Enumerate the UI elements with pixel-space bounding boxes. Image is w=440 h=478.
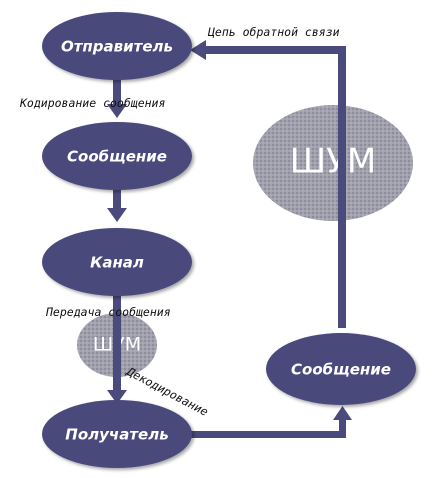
node-sender-label: Отправитель xyxy=(61,38,173,56)
edge-label-encoding: Кодирование сообщения xyxy=(19,96,165,110)
node-message-feedback xyxy=(266,333,416,405)
arrow-feedback-to-sender xyxy=(190,40,346,328)
node-channel xyxy=(42,228,192,296)
noise-cloud-large xyxy=(253,105,413,221)
node-channel-label: Канал xyxy=(90,254,144,272)
node-message-feedback-label: Сообщение xyxy=(291,361,391,379)
node-message-top xyxy=(42,122,192,190)
edge-label-feedback: Цепь обратной связи xyxy=(207,25,340,39)
arrow-channel-to-receiver xyxy=(107,292,127,404)
arrow-message-to-channel xyxy=(107,188,127,222)
node-receiver xyxy=(42,400,192,468)
edge-label-transmission: Передача сообщения xyxy=(45,305,171,319)
node-sender xyxy=(42,12,192,80)
node-message-top-label: Сообщение xyxy=(67,148,167,166)
arrow-sender-to-message xyxy=(107,78,127,118)
noise-label-large: ШУМ xyxy=(290,142,376,182)
arrow-receiver-to-feedback-message xyxy=(190,406,352,438)
node-receiver-label: Получатель xyxy=(65,426,168,444)
